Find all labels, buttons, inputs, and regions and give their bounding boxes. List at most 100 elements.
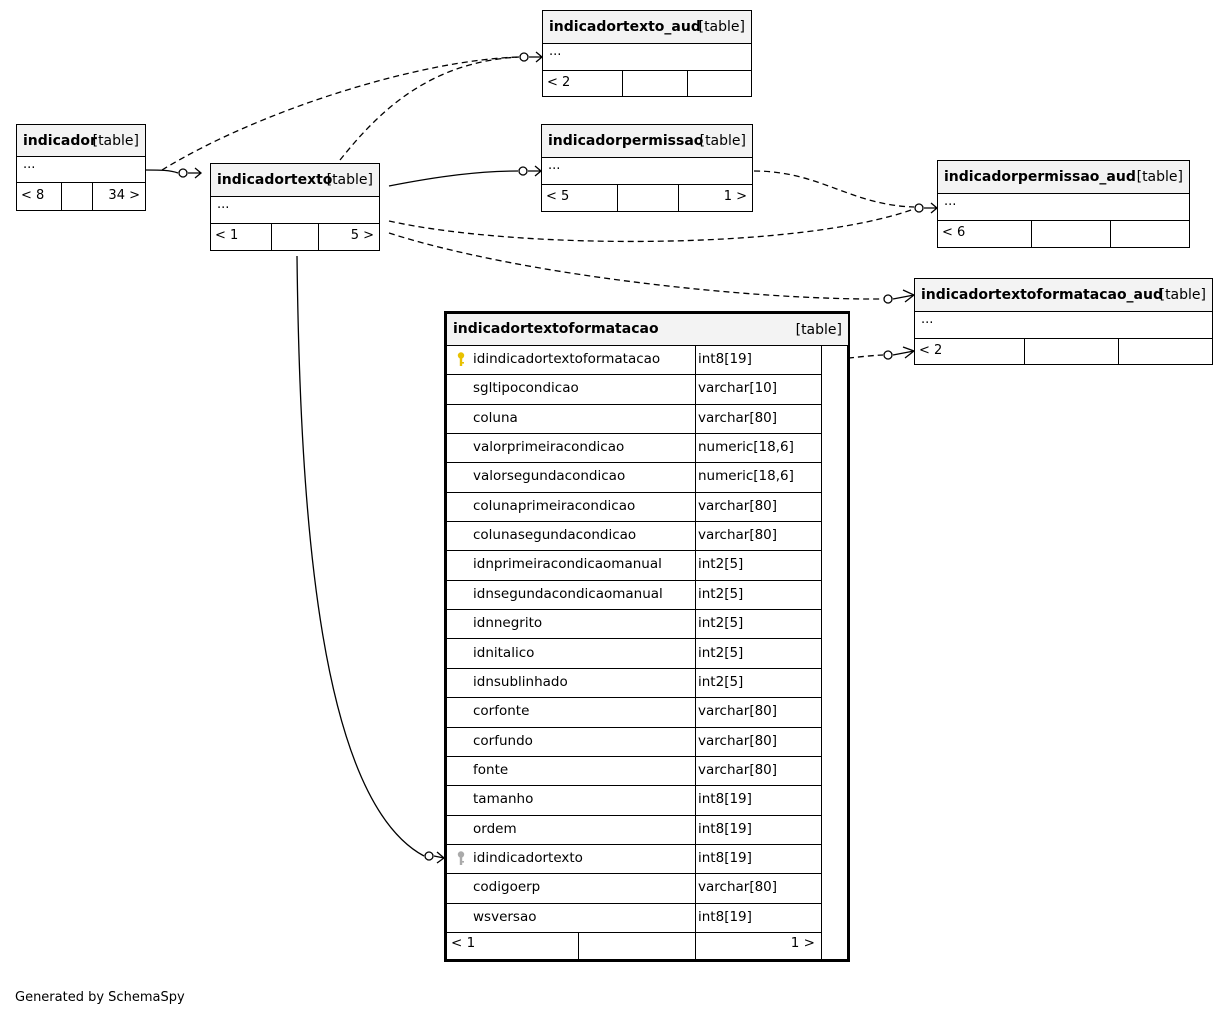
column-type: varchar[80] <box>698 732 778 749</box>
column-name: idindicadortextoformatacao <box>473 351 661 367</box>
column-name: sgltipocondicao <box>473 380 579 397</box>
table-row: corfundo varchar[80] <box>447 728 821 757</box>
table-ellipsis: ... <box>548 158 561 173</box>
column-name: colunasegundacondicao <box>473 527 637 544</box>
column-type: varchar[10] <box>698 380 778 397</box>
column-type: int2[5] <box>698 644 744 661</box>
table-indicadortexto-aud[interactable]: indicadortexto_aud [table] ... < 2 <box>542 10 752 97</box>
table-body: ... <box>211 197 379 224</box>
children-count: 5 > <box>350 228 374 243</box>
table-row: idindicadortexto int8[19] <box>447 845 821 875</box>
edge-indicador-indicadortexto-aud <box>161 56 520 171</box>
column-name: codigoerp <box>473 879 541 896</box>
children-count: 1 > <box>723 189 747 204</box>
parents-count: < 6 <box>942 225 966 240</box>
table-header: indicadortextoformatacao [table] <box>447 314 848 346</box>
edge-indicadortexto-indicadortexto-aud <box>339 56 520 161</box>
table-kind: [table] <box>1159 287 1206 303</box>
table-kind: [table] <box>698 19 745 35</box>
table-ellipsis: ... <box>549 44 562 59</box>
edge-indicadortexto-indicadorpermissao-aud <box>388 208 915 243</box>
table-ellipsis: ... <box>921 312 934 327</box>
column-type: varchar[80] <box>698 527 778 544</box>
column-type: numeric[18,6] <box>698 468 794 485</box>
table-kind: [table] <box>699 133 746 149</box>
column-name: idnitalico <box>473 644 535 661</box>
table-name: indicadortexto <box>217 172 333 188</box>
table-row: coluna varchar[80] <box>447 405 821 435</box>
table-row: sgltipocondicao varchar[10] <box>447 375 821 405</box>
table-footer: < 6 <box>938 220 1189 247</box>
column-type: int2[5] <box>698 673 744 690</box>
parents-count: < 1 <box>451 935 476 951</box>
table-name: indicadortexto_aud <box>549 19 701 35</box>
column-type: int2[5] <box>698 556 744 573</box>
column-name: corfundo <box>473 732 533 749</box>
table-body: ... <box>543 44 751 71</box>
table-body: ... <box>17 157 145 183</box>
column-name: wsversao <box>473 908 537 925</box>
table-indicadortextoformatacao[interactable]: indicadortextoformatacao [table] idindic… <box>444 311 850 962</box>
table-body: ... <box>915 312 1212 339</box>
table-header: indicadorpermissao_aud [table] <box>938 161 1189 194</box>
column-type: int8[19] <box>698 908 752 925</box>
table-header: indicador [table] <box>17 125 145 157</box>
table-name: indicadortextoformatacao_aud <box>921 287 1163 303</box>
table-name: indicadorpermissao_aud <box>944 169 1136 185</box>
table-body: ... <box>542 158 752 185</box>
table-row: idnitalico int2[5] <box>447 640 821 669</box>
column-name: idindicadortexto <box>473 849 583 866</box>
parents-count: < 5 <box>546 189 570 204</box>
column-name: fonte <box>473 761 509 778</box>
table-header: indicadortexto_aud [table] <box>543 11 751 44</box>
generated-by-label: Generated by SchemaSpy <box>15 990 185 1005</box>
column-name: idnnegrito <box>473 615 543 632</box>
table-row: wsversao int8[19] <box>447 904 821 933</box>
edge-indicadortexto-formatacao-aud <box>388 232 884 300</box>
column-name: idnsegundacondicaomanual <box>473 585 663 602</box>
column-name: coluna <box>473 409 518 426</box>
table-row: idnsublinhado int2[5] <box>447 669 821 699</box>
column-type: numeric[18,6] <box>698 439 794 456</box>
column-type: int8[19] <box>698 820 752 837</box>
table-kind: [table] <box>795 322 842 338</box>
table-row: valorsegundacondicao numeric[18,6] <box>447 463 821 493</box>
edge-indicadortexto-indicadorpermissao <box>388 170 519 187</box>
column-type: int8[19] <box>698 849 752 866</box>
table-row: idindicadortextoformatacao int8[19] <box>447 346 821 376</box>
table-kind: [table] <box>92 133 139 149</box>
parents-count: < 8 <box>21 188 45 203</box>
table-indicadortexto[interactable]: indicadortexto [table] ... < 1 5 > <box>210 163 380 251</box>
column-type: int8[19] <box>698 351 752 367</box>
column-name: idnprimeiracondicaomanual <box>473 556 662 573</box>
table-footer: < 2 <box>543 70 751 96</box>
children-count: 1 > <box>790 935 815 951</box>
table-footer: < 2 <box>915 338 1212 364</box>
edge-indicadorpermissao-aud <box>753 170 915 208</box>
table-name: indicadorpermissao <box>548 133 704 149</box>
table-indicadorpermissao-aud[interactable]: indicadorpermissao_aud [table] ... < 6 <box>937 160 1190 248</box>
table-header: indicadortexto [table] <box>211 164 379 197</box>
table-footer: < 1 5 > <box>211 223 379 250</box>
table-header: indicadorpermissao [table] <box>542 125 752 158</box>
table-indicadortextoformatacao-aud[interactable]: indicadortextoformatacao_aud [table] ...… <box>914 278 1213 365</box>
foreign-key-icon <box>457 851 465 865</box>
table-footer: < 1 1 > <box>447 932 821 959</box>
table-indicadorpermissao[interactable]: indicadorpermissao [table] ... < 5 1 > <box>541 124 753 212</box>
edge-indicadortexto-formatacao <box>296 255 425 857</box>
parents-count: < 2 <box>547 75 571 90</box>
column-name: tamanho <box>473 791 534 808</box>
column-name: idnsublinhado <box>473 673 568 690</box>
edge-indicador-indicadortexto <box>145 169 179 174</box>
table-name: indicador <box>23 133 97 149</box>
column-name: valorsegundacondicao <box>473 468 626 485</box>
column-type: varchar[80] <box>698 409 778 426</box>
table-indicador[interactable]: indicador [table] ... < 8 34 > <box>16 124 146 211</box>
table-kind: [table] <box>1136 169 1183 185</box>
